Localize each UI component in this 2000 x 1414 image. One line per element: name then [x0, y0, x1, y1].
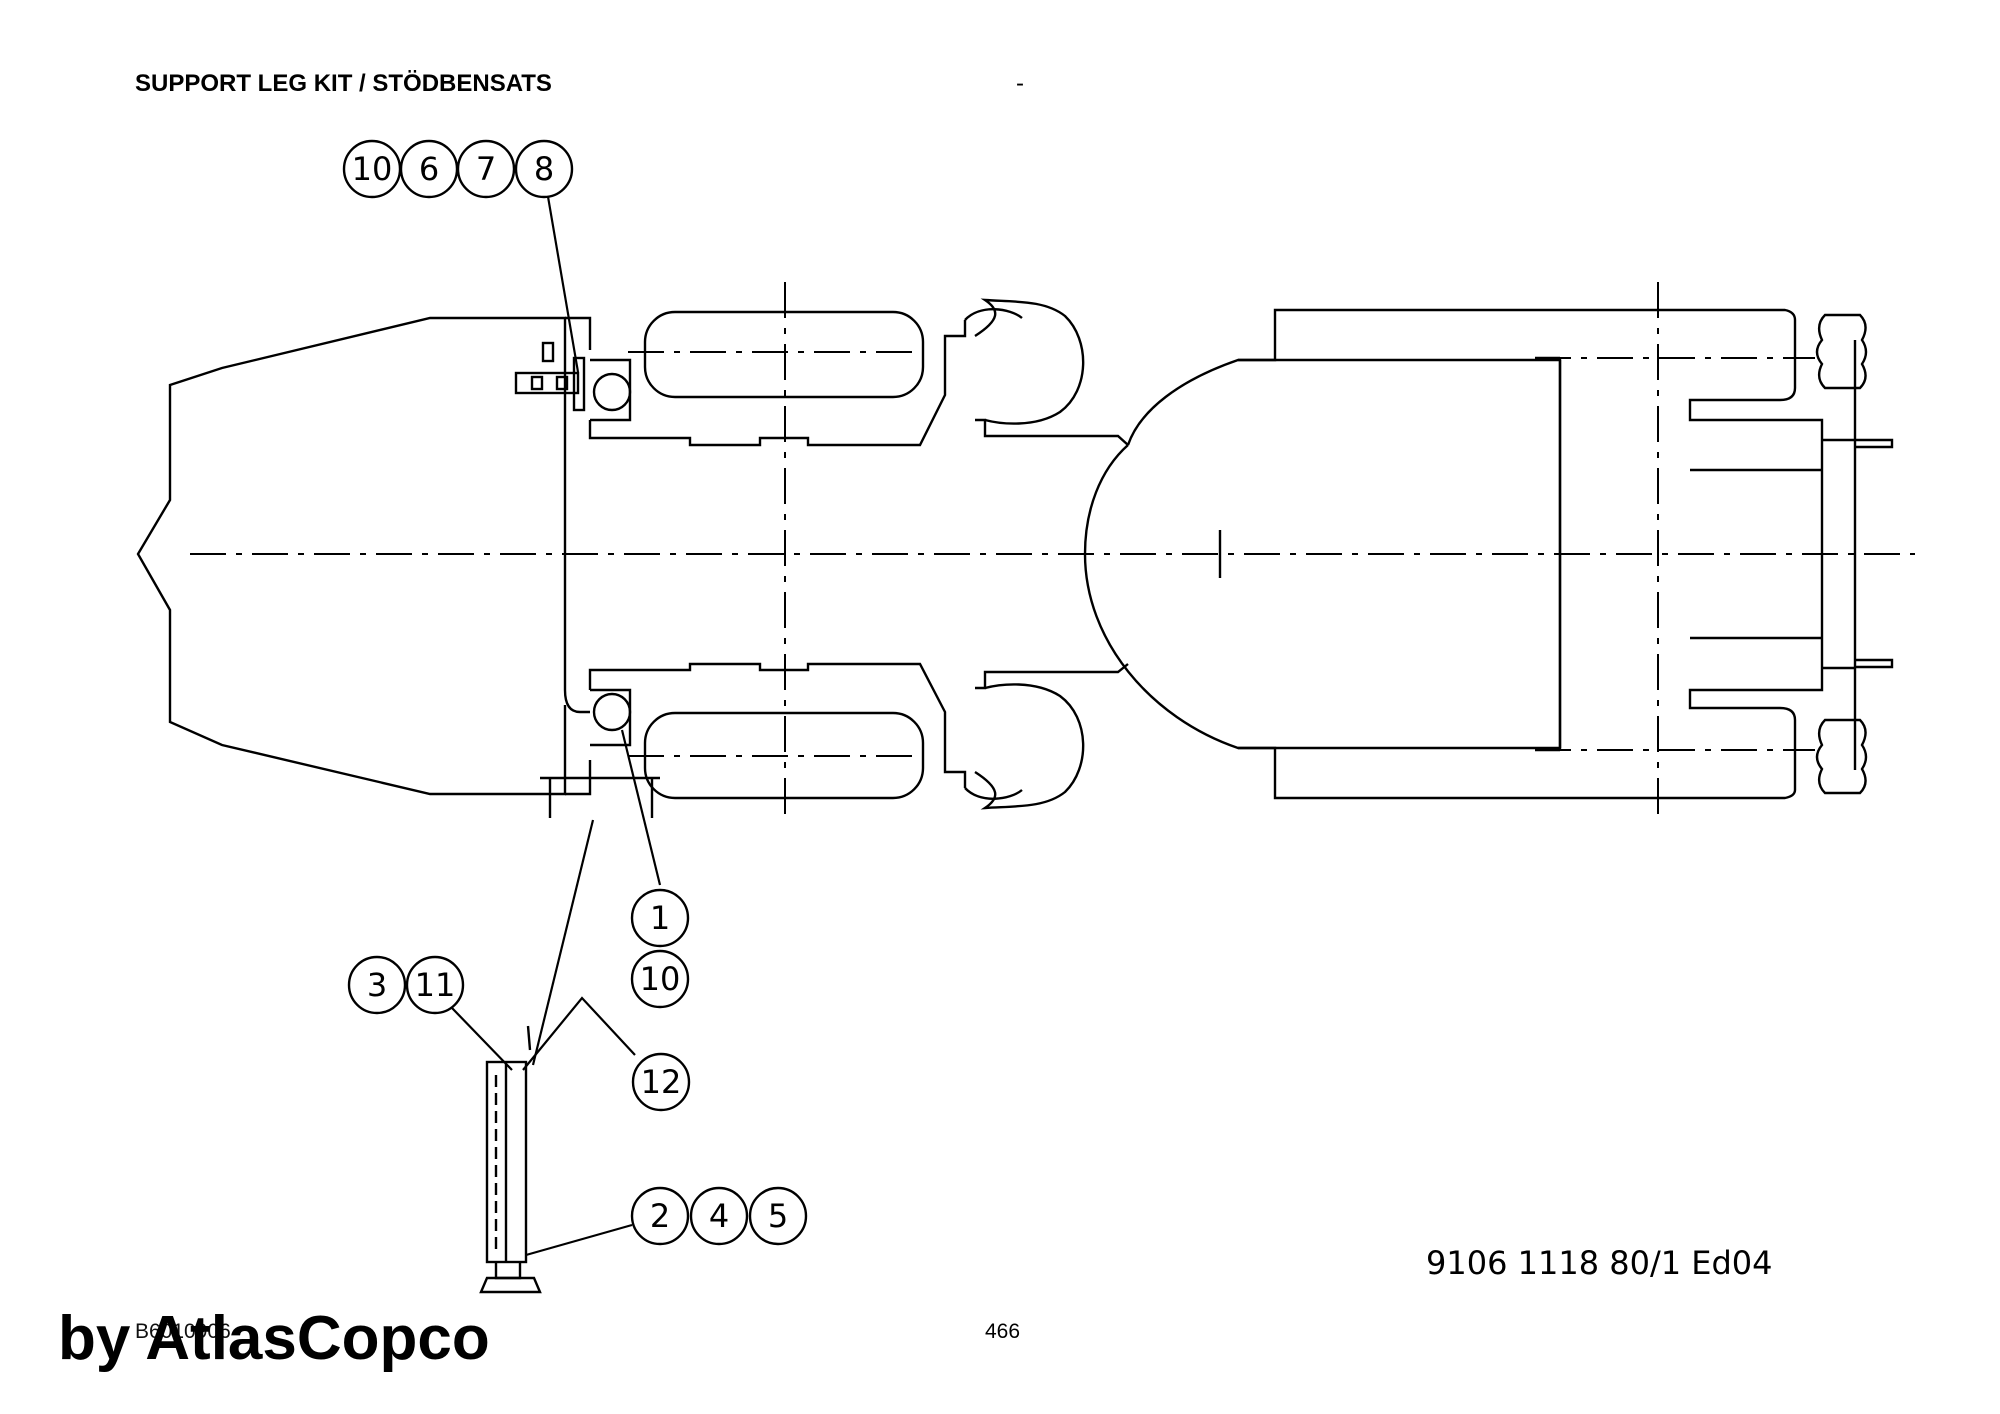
cab-outline: [1083, 356, 1562, 752]
front-wheel-top: [643, 310, 925, 399]
rear-body-outline: [1238, 308, 1894, 800]
front-fender-top: [974, 298, 1085, 425]
svg-text:4: 4: [709, 1197, 729, 1235]
balloon-3: 3: [347, 955, 407, 1015]
centerlines: [190, 282, 1915, 820]
rear-wheel-bottom: [1815, 718, 1868, 795]
balloon-8: 8: [514, 139, 574, 199]
chassis-frame: [563, 308, 1129, 800]
svg-text:1: 1: [650, 899, 670, 937]
rear-wheel-top: [1815, 313, 1868, 390]
support-leg-mount-top: [514, 341, 632, 422]
balloon-1: 1: [630, 888, 690, 948]
balloon-group-bottom: 2 4 5: [630, 1186, 808, 1246]
page-title: SUPPORT LEG KIT / STÖDBENSATS: [135, 70, 552, 97]
support-leg-mount-bottom: [540, 688, 660, 818]
balloon-group-top: 10 6 7 8: [342, 139, 574, 199]
svg-text:8: 8: [534, 150, 554, 188]
support-leg-detail: [479, 1025, 542, 1294]
svg-text:10: 10: [640, 960, 681, 998]
drawing-reference: B6010906: [135, 1320, 231, 1343]
document-number: 9106 1118 80/1 Ed04: [1426, 1244, 1773, 1282]
front-hood-outline: [136, 316, 592, 796]
balloon-7: 7: [456, 139, 516, 199]
balloon-11: 11: [405, 955, 465, 1015]
balloon-10-lower: 10: [630, 949, 690, 1009]
svg-text:3: 3: [367, 966, 387, 1004]
balloon-12: 12: [631, 1052, 691, 1112]
svg-text:12: 12: [641, 1063, 682, 1101]
balloon-2: 2: [630, 1186, 690, 1246]
rear-wheels: [1815, 313, 1868, 795]
balloon-5: 5: [748, 1186, 808, 1246]
balloon-group-right: 1 10: [630, 888, 690, 1009]
balloon-10: 10: [342, 139, 402, 199]
header-dash: -: [1016, 70, 1024, 97]
svg-text:5: 5: [768, 1197, 788, 1235]
balloon-4: 4: [689, 1186, 749, 1246]
svg-text:10: 10: [352, 150, 393, 188]
front-wheel-bottom: [643, 711, 925, 800]
page-number: 466: [985, 1320, 1021, 1343]
svg-text:7: 7: [476, 150, 496, 188]
front-wheels: [643, 298, 1085, 810]
svg-text:11: 11: [415, 966, 456, 1004]
svg-text:6: 6: [419, 150, 439, 188]
watermark-text: by AtlasCopco: [58, 1304, 490, 1373]
leader-lines: [451, 184, 662, 1257]
balloon-group-12: 12: [631, 1052, 691, 1112]
balloon-group-left: 3 11: [347, 955, 465, 1015]
balloon-6: 6: [399, 139, 459, 199]
svg-text:2: 2: [650, 1197, 670, 1235]
front-fender-bottom: [974, 683, 1085, 810]
